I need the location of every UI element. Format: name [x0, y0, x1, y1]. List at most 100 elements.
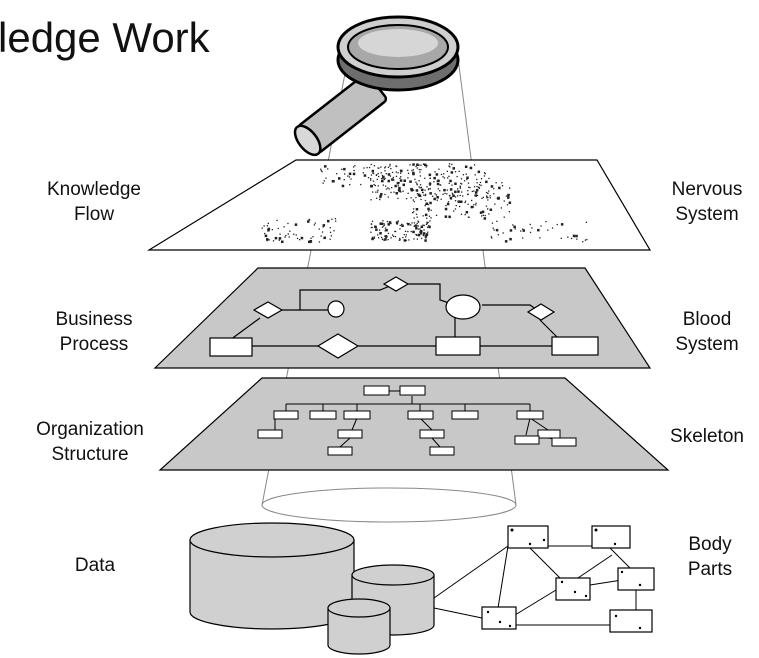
knowledge-dot [321, 170, 323, 173]
knowledge-dot [423, 229, 425, 231]
knowledge-dot [384, 177, 386, 180]
knowledge-dot [415, 181, 417, 183]
knowledge-dot [267, 229, 270, 232]
knowledge-dot [393, 191, 395, 193]
knowledge-dot [413, 211, 415, 213]
knowledge-dot [479, 181, 482, 184]
knowledge-dot [454, 208, 457, 210]
knowledge-dot [449, 188, 453, 191]
knowledge-dot [446, 170, 448, 172]
knowledge-dot [413, 222, 416, 224]
knowledge-dot [537, 228, 540, 232]
knowledge-dot [409, 180, 412, 183]
knowledge-dot [405, 198, 408, 200]
knowledge-dot [384, 227, 387, 229]
knowledge-dot [467, 193, 469, 196]
knowledge-dot [585, 221, 587, 223]
knowledge-dot [386, 220, 389, 223]
knowledge-dot [436, 180, 438, 182]
knowledge-dot [387, 187, 389, 189]
knowledge-dot [396, 181, 400, 185]
knowledge-dot [404, 230, 407, 232]
knowledge-dot [370, 231, 372, 233]
knowledge-dot [403, 179, 406, 182]
knowledge-dot [430, 217, 432, 219]
knowledge-dot [383, 223, 385, 225]
knowledge-dot [454, 182, 457, 185]
knowledge-dot [415, 189, 419, 192]
knowledge-dot [310, 241, 312, 244]
knowledge-dot [584, 239, 587, 241]
knowledge-dot [379, 222, 382, 225]
knowledge-dot [445, 204, 447, 207]
knowledge-dot [457, 200, 460, 203]
knowledge-dot [407, 192, 409, 194]
knowledge-dot [398, 189, 401, 193]
knowledge-dot [279, 233, 281, 235]
knowledge-dot [385, 173, 387, 175]
knowledge-dot [277, 227, 279, 230]
knowledge-dot [423, 194, 425, 196]
knowledge-dot [401, 223, 403, 225]
knowledge-dot [412, 171, 415, 175]
knowledge-dot [442, 193, 444, 195]
knowledge-dot [395, 221, 399, 224]
knowledge-dot [484, 214, 486, 217]
knowledge-dot [366, 167, 368, 169]
knowledge-dot [261, 227, 263, 229]
knowledge-dot [411, 212, 414, 214]
knowledge-dot [448, 163, 451, 165]
knowledge-dot [446, 189, 448, 191]
knowledge-dot [380, 172, 382, 174]
knowledge-dot [420, 225, 424, 229]
knowledge-dot [407, 172, 410, 174]
knowledge-dot [392, 234, 394, 236]
knowledge-dot [436, 182, 440, 186]
knowledge-dot [446, 193, 448, 195]
knowledge-dot [327, 168, 329, 170]
knowledge-dot [433, 197, 436, 201]
knowledge-dot [376, 191, 379, 193]
cone-base-ellipse [261, 487, 517, 523]
knowledge-dot [320, 235, 322, 237]
knowledge-dot [418, 180, 420, 182]
knowledge-dot [412, 163, 415, 166]
knowledge-dot [398, 239, 400, 241]
knowledge-dot [484, 173, 486, 175]
knowledge-dot [418, 168, 420, 171]
knowledge-dot [480, 178, 483, 180]
knowledge-dot [415, 213, 418, 215]
knowledge-dot [390, 191, 392, 194]
knowledge-dot [540, 225, 542, 227]
knowledge-dot [309, 240, 313, 243]
knowledge-dot [488, 190, 490, 192]
knowledge-dot [424, 213, 428, 217]
knowledge-dot [421, 230, 423, 232]
knowledge-dot [382, 178, 384, 180]
knowledge-dot [450, 171, 454, 174]
knowledge-dot [435, 173, 439, 176]
knowledge-dot [434, 193, 436, 195]
knowledge-dot [421, 237, 423, 240]
knowledge-dot [370, 179, 372, 181]
knowledge-dot [427, 231, 429, 233]
knowledge-dot [417, 228, 420, 230]
knowledge-dot [296, 237, 299, 240]
knowledge-dot [410, 197, 412, 199]
knowledge-dot [264, 232, 266, 235]
knowledge-dot [387, 166, 390, 168]
knowledge-dot [461, 183, 463, 185]
knowledge-dot [370, 174, 373, 176]
knowledge-dot [474, 194, 477, 197]
knowledge-dot [428, 182, 432, 185]
label-body-parts: Body Parts [687, 534, 733, 580]
knowledge-dot [368, 166, 371, 169]
knowledge-dot [477, 170, 481, 174]
knowledge-dot [268, 239, 270, 241]
knowledge-dot [393, 179, 395, 181]
knowledge-dot [545, 221, 547, 223]
knowledge-dot [354, 165, 356, 167]
knowledge-dot [428, 173, 432, 177]
knowledge-dot [427, 188, 430, 191]
knowledge-dot [416, 184, 418, 186]
